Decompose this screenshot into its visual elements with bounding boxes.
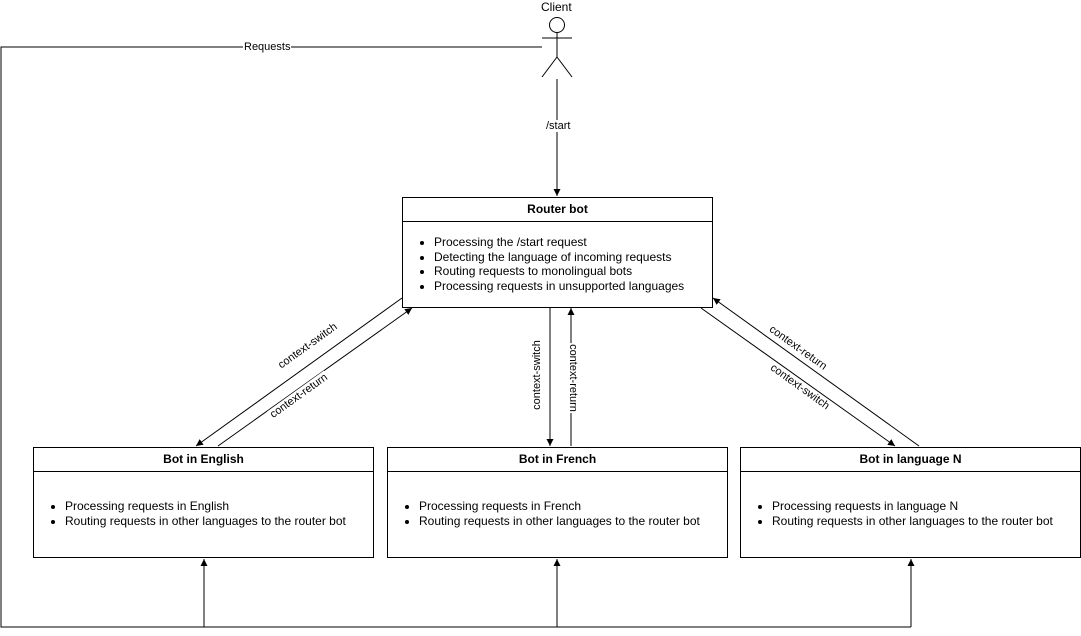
router-bot-title: Router bot <box>403 198 712 222</box>
fr-switch-label: context-switch <box>530 339 543 411</box>
list-item: Routing requests in other languages to t… <box>772 514 1080 529</box>
router-bot-list: Processing the /start request Detecting … <box>403 235 712 293</box>
list-item: Processing the /start request <box>434 235 712 250</box>
list-item: Processing requests in French <box>419 499 727 514</box>
client-actor-icon <box>541 17 573 78</box>
list-item: Routing requests in other languages to t… <box>65 514 373 529</box>
list-item: Processing requests in unsupported langu… <box>434 279 712 294</box>
language-n-bot-list: Processing requests in language N Routin… <box>741 499 1080 528</box>
n-return-arrow <box>712 297 920 447</box>
french-bot-title: Bot in French <box>388 448 727 472</box>
en-switch-arrow <box>195 297 403 447</box>
list-item: Processing requests in English <box>65 499 373 514</box>
router-bot-box: Router bot Processing the /start request… <box>402 197 713 308</box>
fr-return-label: context-return <box>566 343 579 413</box>
french-bot-box: Bot in French Processing requests in Fre… <box>387 447 728 558</box>
english-bot-title: Bot in English <box>34 448 373 472</box>
english-bot-box: Bot in English Processing requests in En… <box>33 447 374 558</box>
language-n-bot-title: Bot in language N <box>741 448 1080 472</box>
n-switch-arrow <box>700 307 896 447</box>
list-item: Routing requests in other languages to t… <box>419 514 727 529</box>
english-bot-list: Processing requests in English Routing r… <box>34 499 373 528</box>
list-item: Detecting the language of incoming reque… <box>434 250 712 265</box>
list-item: Processing requests in language N <box>772 499 1080 514</box>
french-bot-list: Processing requests in French Routing re… <box>388 499 727 528</box>
requests-label: Requests <box>243 41 292 53</box>
language-n-bot-box: Bot in language N Processing requests in… <box>740 447 1081 558</box>
client-label: Client <box>541 0 572 14</box>
list-item: Routing requests to monolingual bots <box>434 264 712 279</box>
start-label: /start <box>545 120 572 132</box>
